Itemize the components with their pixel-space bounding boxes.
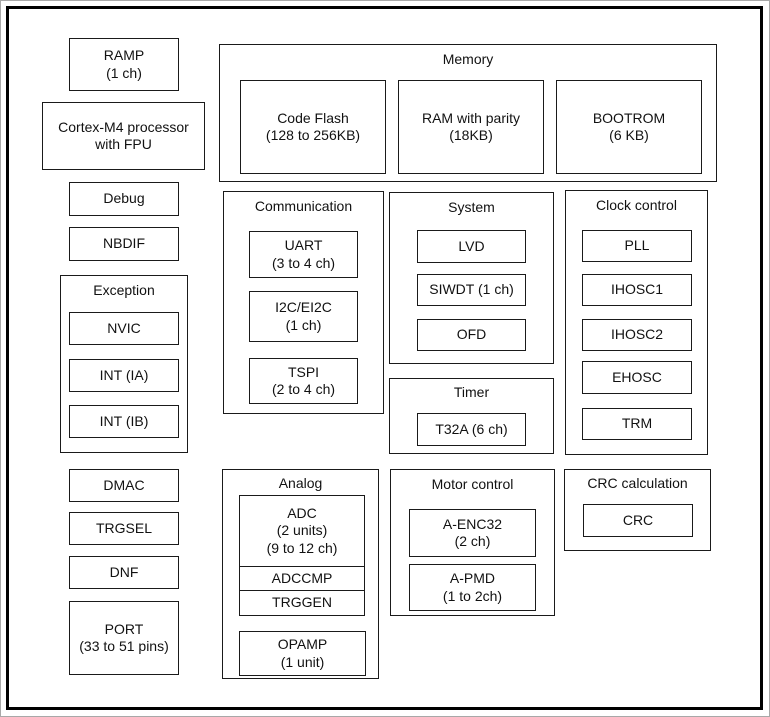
- block-debug: Debug: [69, 182, 179, 216]
- block-adc-stack: ADC (2 units) (9 to 12 ch) ADCCMP TRGGEN: [239, 495, 365, 616]
- block-cortex-m4: Cortex-M4 processor with FPU: [42, 102, 205, 170]
- block-dnf: DNF: [69, 556, 179, 589]
- block-i2c-ei2c: I2C/EI2C (1 ch): [249, 291, 358, 342]
- group-timer: Timer T32A (6 ch): [389, 378, 554, 454]
- group-system-title: System: [448, 199, 495, 215]
- group-memory: Memory Code Flash (128 to 256KB) RAM wit…: [219, 44, 717, 182]
- group-exception-title: Exception: [93, 282, 155, 298]
- block-code-flash: Code Flash (128 to 256KB): [240, 80, 386, 174]
- block-int-ib: INT (IB): [69, 405, 179, 438]
- block-tspi: TSPI (2 to 4 ch): [249, 358, 358, 404]
- block-adccmp: ADCCMP: [240, 566, 364, 590]
- block-bootrom: BOOTROM (6 KB): [556, 80, 702, 174]
- block-pll: PLL: [582, 230, 692, 262]
- block-trgsel: TRGSEL: [69, 512, 179, 545]
- block-opamp: OPAMP (1 unit): [239, 631, 366, 676]
- block-nbdif: NBDIF: [69, 227, 179, 261]
- group-crc-calculation: CRC calculation CRC: [564, 469, 711, 551]
- block-ehosc: EHOSC: [582, 361, 692, 394]
- block-ofd: OFD: [417, 319, 526, 351]
- block-siwdt: SIWDT (1 ch): [417, 274, 526, 306]
- block-t32a: T32A (6 ch): [417, 413, 526, 446]
- group-exception: Exception NVIC INT (IA) INT (IB): [60, 275, 188, 453]
- group-timer-title: Timer: [453, 384, 490, 400]
- block-adc: ADC (2 units) (9 to 12 ch): [266, 504, 338, 556]
- block-dmac: DMAC: [69, 469, 179, 502]
- block-trggen: TRGGEN: [240, 590, 364, 615]
- block-ram: RAM with parity (18KB): [398, 80, 544, 174]
- diagram-frame: [6, 6, 763, 710]
- group-system: System LVD SIWDT (1 ch) OFD: [389, 192, 554, 364]
- group-clock-control: Clock control PLL IHOSC1 IHOSC2 EHOSC TR…: [565, 190, 708, 455]
- group-communication: Communication UART (3 to 4 ch) I2C/EI2C …: [223, 191, 384, 414]
- block-nvic: NVIC: [69, 312, 179, 345]
- group-analog-title: Analog: [278, 475, 323, 491]
- block-ihosc1: IHOSC1: [582, 274, 692, 306]
- group-crc-calculation-title: CRC calculation: [587, 475, 688, 491]
- group-motor-control-title: Motor control: [431, 476, 514, 492]
- group-analog: Analog ADC (2 units) (9 to 12 ch) ADCCMP…: [222, 469, 379, 679]
- block-crc: CRC: [583, 504, 693, 537]
- group-motor-control: Motor control A-ENC32 (2 ch) A-PMD (1 to…: [390, 469, 555, 616]
- block-a-pmd: A-PMD (1 to 2ch): [409, 564, 536, 611]
- block-ihosc2: IHOSC2: [582, 319, 692, 351]
- block-port: PORT (33 to 51 pins): [69, 601, 179, 675]
- group-memory-title: Memory: [442, 51, 494, 67]
- group-clock-control-title: Clock control: [596, 197, 677, 213]
- block-trm: TRM: [582, 408, 692, 440]
- group-communication-title: Communication: [254, 198, 353, 214]
- block-lvd: LVD: [417, 230, 526, 263]
- block-ramp: RAMP (1 ch): [69, 38, 179, 91]
- block-uart: UART (3 to 4 ch): [249, 231, 358, 278]
- block-a-enc32: A-ENC32 (2 ch): [409, 509, 536, 557]
- block-int-ia: INT (IA): [69, 359, 179, 392]
